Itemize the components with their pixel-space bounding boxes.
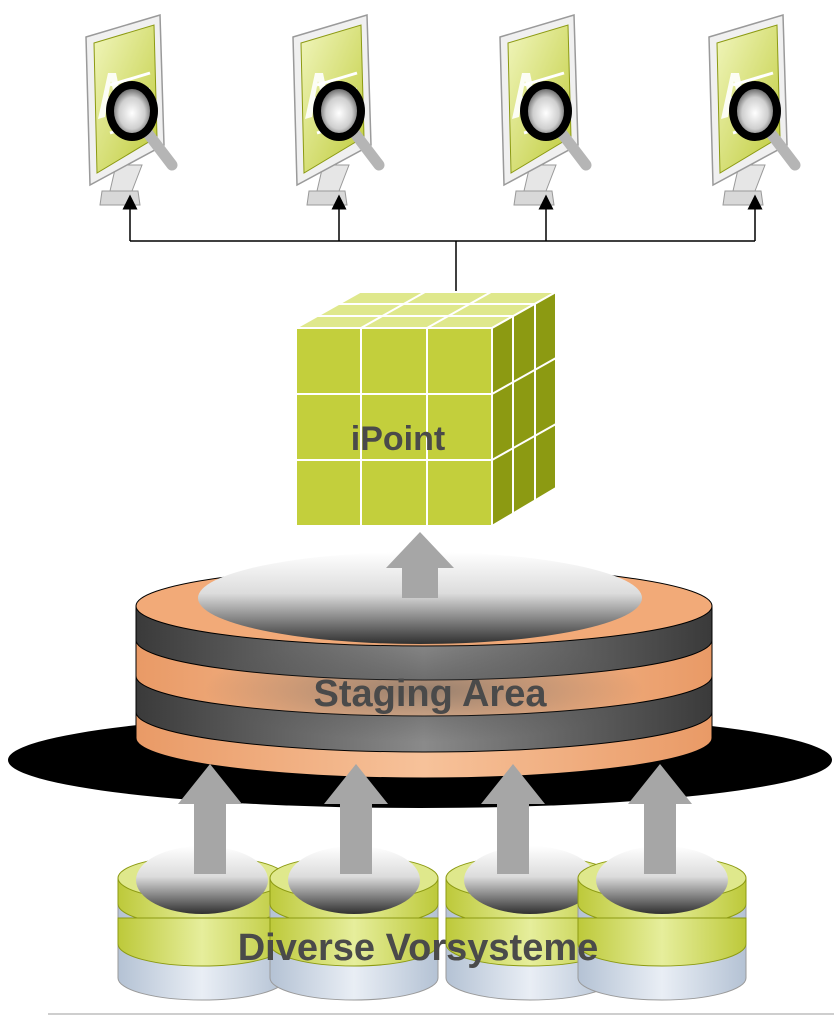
report-monitor-1 xyxy=(86,15,172,205)
report-monitor-icon xyxy=(293,15,379,205)
ipoint-label: iPoint xyxy=(351,420,445,458)
report-monitor-2 xyxy=(293,15,379,205)
report-monitor-icon xyxy=(86,15,172,205)
source-systems-label: Diverse Vorsysteme xyxy=(238,927,599,969)
report-monitor-icon xyxy=(709,15,795,205)
staging-area-label: Staging Area xyxy=(314,673,548,715)
staging-area-stack xyxy=(135,552,713,779)
report-monitor-4 xyxy=(709,15,795,205)
report-monitor-icon xyxy=(500,15,586,205)
report-monitor-3 xyxy=(500,15,586,205)
staging-to-cube-arrow xyxy=(386,532,454,598)
distribution-connector xyxy=(122,194,763,292)
ipoint-cube xyxy=(292,290,560,528)
